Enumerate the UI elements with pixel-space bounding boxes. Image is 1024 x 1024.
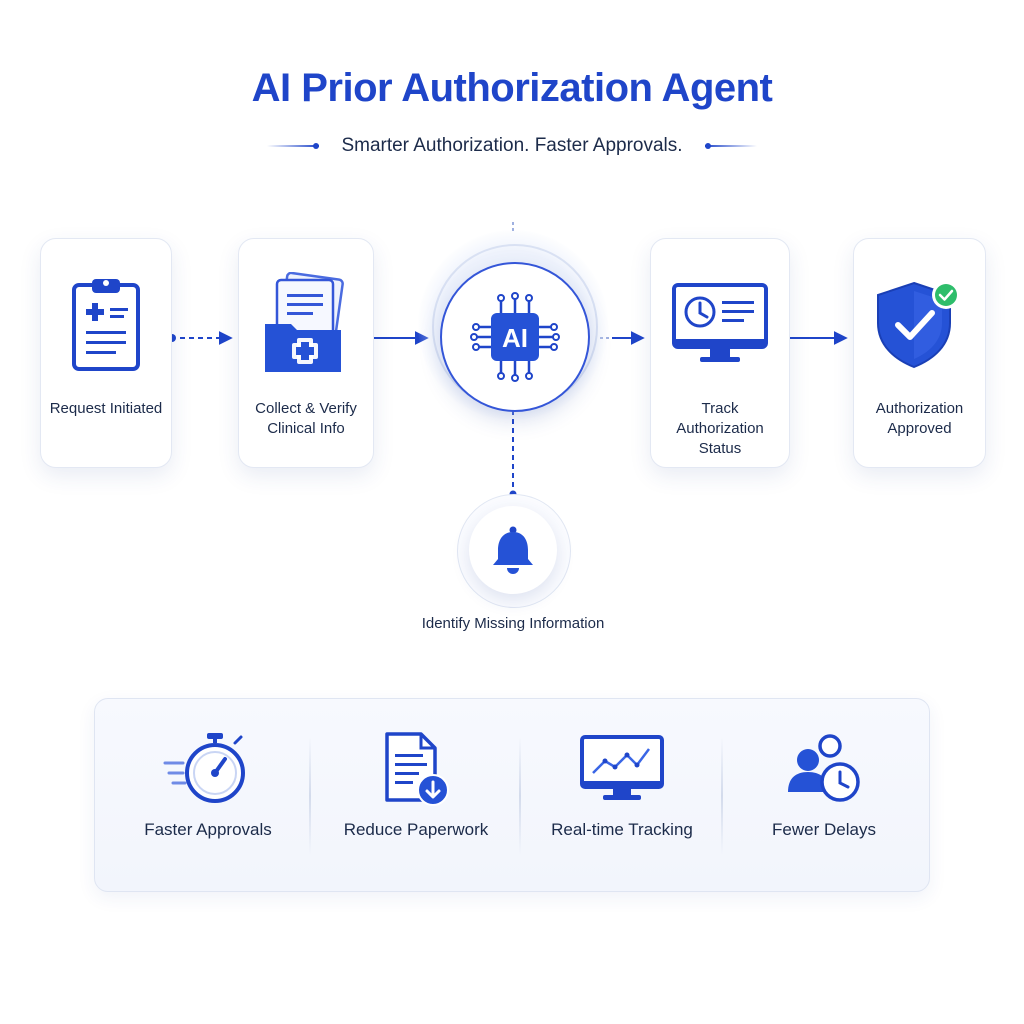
step-card-request-initiated: Request Initiated (40, 238, 172, 468)
step-label: Track Authorization Status (676, 400, 764, 457)
page-subtitle: Smarter Authorization. Faster Approvals. (341, 135, 683, 156)
benefit-divider (309, 737, 311, 855)
step-label: Request Initiated (49, 400, 163, 417)
step-card-track-status: Track Authorization Status (650, 238, 790, 468)
step-label: Authorization Approved (875, 400, 964, 437)
ai-chip-label: AI (502, 323, 528, 353)
medical-folder-icon (265, 272, 344, 372)
benefit-label: Faster Approvals (144, 820, 272, 839)
benefit-divider (721, 737, 723, 855)
subtitle-decoration-right (704, 143, 757, 149)
step-card-authorization-approved: Authorization Approved (853, 238, 986, 468)
benefit-faster-approvals: Faster Approvals (105, 699, 311, 891)
benefit-real-time-tracking: Real-time Tracking (519, 699, 725, 891)
shield-check-icon (876, 281, 960, 369)
benefit-fewer-delays: Fewer Delays (721, 699, 927, 891)
subtitle-row: Smarter Authorization. Faster Approvals. (0, 134, 1024, 158)
missing-info-node[interactable] (469, 506, 557, 594)
benefit-label: Real-time Tracking (551, 820, 693, 839)
benefit-divider (519, 737, 521, 855)
ai-agent-node[interactable]: AI (440, 262, 590, 412)
step-card-collect-verify: Collect & Verify Clinical Info (238, 238, 374, 468)
step-label: Collect & Verify Clinical Info (255, 400, 357, 437)
user-clock-icon (788, 734, 860, 802)
stopwatch-icon (163, 733, 245, 803)
clipboard-medical-icon (72, 279, 140, 371)
subtitle-decoration-left (267, 143, 320, 149)
benefit-label: Fewer Delays (772, 820, 876, 839)
ai-chip-icon: AI (470, 292, 560, 382)
connector-ai-bell (509, 410, 517, 498)
benefit-reduce-paperwork: Reduce Paperwork (313, 699, 519, 891)
bell-icon (493, 526, 533, 574)
connector-step1-step2 (168, 331, 233, 345)
page-title: AI Prior Authorization Agent (251, 66, 773, 110)
monitor-chart-icon (580, 735, 664, 800)
benefit-label: Reduce Paperwork (343, 820, 489, 839)
document-download-icon (385, 732, 449, 806)
branch-label: Identify Missing Information (421, 615, 605, 632)
monitor-clock-icon (672, 283, 768, 362)
benefits-panel: Faster Approvals Reduce Paperwork (94, 698, 930, 892)
